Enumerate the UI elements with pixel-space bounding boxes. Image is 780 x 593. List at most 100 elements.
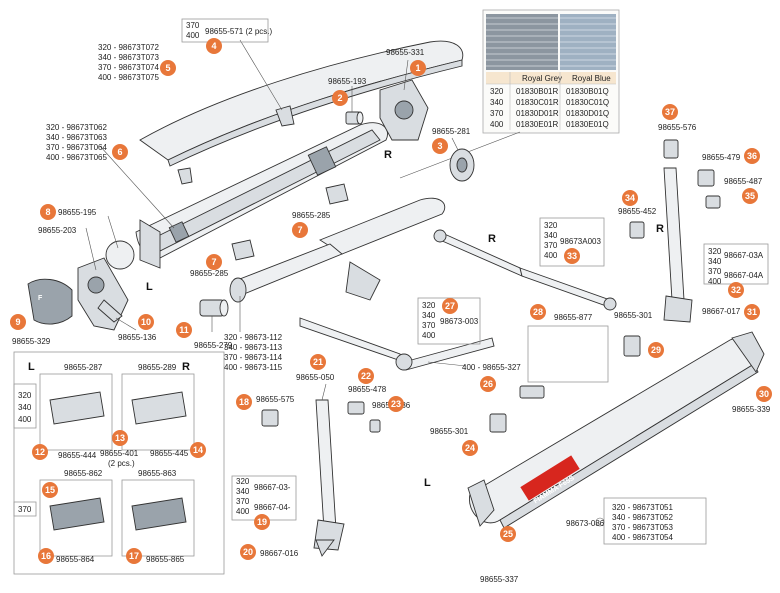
c4-code: 98655-571 (2 pcs.) (205, 27, 272, 36)
badge-num-c18: 18 (239, 397, 249, 407)
c21-code: 98655-050 (296, 373, 335, 382)
badge-num-c16: 16 (41, 551, 51, 561)
badge-num-c32: 32 (731, 285, 741, 295)
c26-code: 400 - 98655-327 (462, 363, 521, 372)
cover-clips (177, 105, 295, 185)
arm-connector (199, 299, 229, 317)
side-letter-r-right: R (656, 223, 664, 235)
c3-code: 98655-281 (432, 127, 471, 136)
badge-c2 (332, 90, 348, 106)
c2-code: 98655-193 (328, 77, 367, 86)
lead-bar-line-3: 400 - 98673T054 (612, 533, 673, 542)
roller-end-drive (449, 148, 475, 182)
end-cap-right (379, 79, 429, 141)
badge-c5 (160, 60, 176, 76)
c5-line-1: 340 - 98673T073 (98, 53, 159, 62)
support-leg-left (313, 399, 345, 557)
royal-grey-swatch (486, 14, 558, 70)
badge-num-c6: 6 (117, 147, 122, 157)
c6-line-0: 320 - 98673T062 (46, 123, 107, 132)
bushing (345, 111, 364, 125)
box-side-l: L (28, 361, 35, 373)
badge-c6 (112, 144, 128, 160)
badge-num-c17: 17 (129, 551, 139, 561)
badge-c9 (10, 314, 26, 330)
badge-num-c29: 29 (651, 345, 661, 355)
badge-c28 (530, 304, 546, 320)
fabric-cell-2-2: 01830D01Q (566, 109, 609, 118)
side-letter-r-mid: R (488, 233, 496, 245)
right-arm (433, 229, 617, 311)
fabric-cell-2-0: 370 (490, 109, 504, 118)
badge-num-c25: 25 (503, 529, 513, 539)
bracket-size-370: 370 (18, 505, 32, 514)
badge-num-c3: 3 (437, 141, 442, 151)
lead-bar-line-0: 320 - 98673T051 (612, 503, 673, 512)
badge-num-c34: 34 (625, 193, 635, 203)
badge-c1 (410, 60, 426, 76)
c19-size-2: 370 (236, 497, 250, 506)
badge-c18 (236, 394, 252, 410)
c36-code: 98655-479 (702, 153, 741, 162)
badge-num-c9: 9 (15, 317, 20, 327)
badge-c14 (190, 442, 206, 458)
c19-size-3: 400 (236, 507, 250, 516)
badge-num-c4: 4 (211, 41, 216, 51)
badge-c3 (432, 138, 448, 154)
royal-blue-swatch (560, 14, 616, 70)
badge-c36 (744, 148, 760, 164)
badge-num-c12: 12 (35, 447, 45, 457)
c20-code: 98667-016 (260, 549, 299, 558)
lead-bar-code: 98673-086 (566, 519, 605, 528)
badge-num-c13: 13 (115, 433, 125, 443)
badge-num-c27: 27 (445, 301, 455, 311)
c6-line-1: 340 - 98673T063 (46, 133, 107, 142)
c11b-line-1: 340 - 98673-113 (224, 343, 283, 352)
c6-line-2: 370 - 98673T064 (46, 143, 107, 152)
badge-c21 (310, 354, 326, 370)
c19-size-1: 340 (236, 487, 250, 496)
bracket-l-code: 98655-287 (64, 363, 103, 372)
c4-size-370: 370 (186, 21, 200, 30)
c19-code-b: 98667-04- (254, 503, 291, 512)
badge-num-c30: 30 (759, 389, 769, 399)
fabric-cell-2-1: 01830D01R (516, 109, 559, 118)
badge-num-c22: 22 (361, 371, 371, 381)
badge-c34 (622, 190, 638, 206)
c31-code: 98667-017 (702, 307, 741, 316)
c19-size-0: 320 (236, 477, 250, 486)
badge-c19 (254, 514, 270, 530)
c9-code: 98655-329 (12, 337, 51, 346)
badge-num-c19: 19 (257, 517, 267, 527)
fabric-roll (229, 197, 446, 303)
c7a-code: 98655-285 (292, 211, 331, 220)
end-cap-left: F (27, 278, 73, 325)
c35-code: 98655-487 (724, 177, 763, 186)
badge-num-c28: 28 (533, 307, 543, 317)
badge-c11 (176, 322, 192, 338)
badge-num-c14: 14 (193, 445, 203, 455)
c4-size-400: 400 (186, 31, 200, 40)
badge-c15 (42, 482, 58, 498)
c32-code-a: 98667-03A (724, 251, 764, 260)
case-back-profile (135, 122, 388, 269)
c32-size-0: 320 (708, 247, 722, 256)
c11-code: 98655-279 (194, 341, 233, 350)
c15-code: 98655-862 (64, 469, 103, 478)
badge-num-c8: 8 (45, 207, 50, 217)
badge-c7b (206, 254, 222, 270)
end-plate-assembly (77, 240, 135, 331)
c7b-code: 98655-285 (190, 269, 229, 278)
hardware-parts (261, 139, 721, 433)
lead-bar-line-2: 370 - 98673T053 (612, 523, 673, 532)
c32-size-2: 370 (708, 267, 722, 276)
c32-size-1: 340 (708, 257, 722, 266)
c16-code: 98655-864 (56, 555, 95, 564)
bracket-r-code: 98655-289 (138, 363, 177, 372)
c33-size-0: 320 (544, 221, 558, 230)
c34-code: 98655-452 (618, 207, 657, 216)
fabric-cell-1-1: 01830C01R (516, 98, 559, 107)
c17b-code: 98655-863 (138, 469, 177, 478)
